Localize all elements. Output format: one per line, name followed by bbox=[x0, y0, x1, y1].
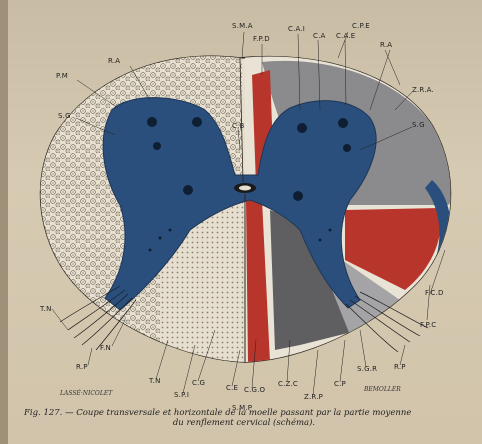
label-cgo: C.G.O bbox=[244, 386, 265, 394]
engraver-signature-left: LASSÉ·NICOLET bbox=[60, 390, 112, 397]
caption-line-1: Fig. 127. — Coupe transversale et horizo… bbox=[24, 408, 411, 418]
label-ra-left: R.A bbox=[108, 57, 120, 65]
label-cae: C.A.E bbox=[336, 32, 355, 40]
label-spi: S.P.I bbox=[174, 391, 189, 399]
label-sg-left: S.G bbox=[58, 112, 71, 120]
label-fpd: F.P.D bbox=[253, 35, 270, 43]
label-zrp: Z.R.P bbox=[304, 393, 323, 401]
label-pm: P.M bbox=[56, 72, 68, 80]
label-cg: C.G bbox=[192, 379, 205, 387]
label-zra: Z.R.A. bbox=[412, 86, 434, 94]
label-cai: C.A.I bbox=[288, 25, 305, 33]
label-sma: S.M.A bbox=[232, 22, 253, 30]
label-ce: C.E bbox=[226, 384, 238, 392]
engraver-signature-right: BEMOLLER bbox=[364, 386, 401, 393]
label-czc: C.Z.C bbox=[278, 380, 298, 388]
cord-section bbox=[30, 50, 475, 370]
label-cp: C.P bbox=[334, 380, 346, 388]
label-rp-right: R.P bbox=[394, 363, 406, 371]
label-sgr: S.G.R bbox=[357, 365, 377, 373]
label-tn-left: T.N bbox=[40, 305, 52, 313]
label-tn-bottom: T.N bbox=[149, 377, 161, 385]
label-cb: C.B bbox=[232, 122, 245, 130]
label-fcd: F.C.D bbox=[425, 289, 444, 297]
label-cpe: C.P.E bbox=[352, 22, 370, 30]
label-fn: F.N bbox=[100, 344, 111, 352]
figure-caption: Fig. 127. — Coupe transversale et horizo… bbox=[24, 408, 464, 428]
label-ra-right: R.A bbox=[380, 41, 392, 49]
caption-line-2: du renflement cervical (schéma). bbox=[24, 418, 464, 428]
label-sg-right: S.G bbox=[412, 121, 425, 129]
label-fpc: F.P.C bbox=[420, 321, 436, 329]
label-ca: C.A bbox=[313, 32, 326, 40]
label-rp-left: R.P bbox=[76, 363, 88, 371]
